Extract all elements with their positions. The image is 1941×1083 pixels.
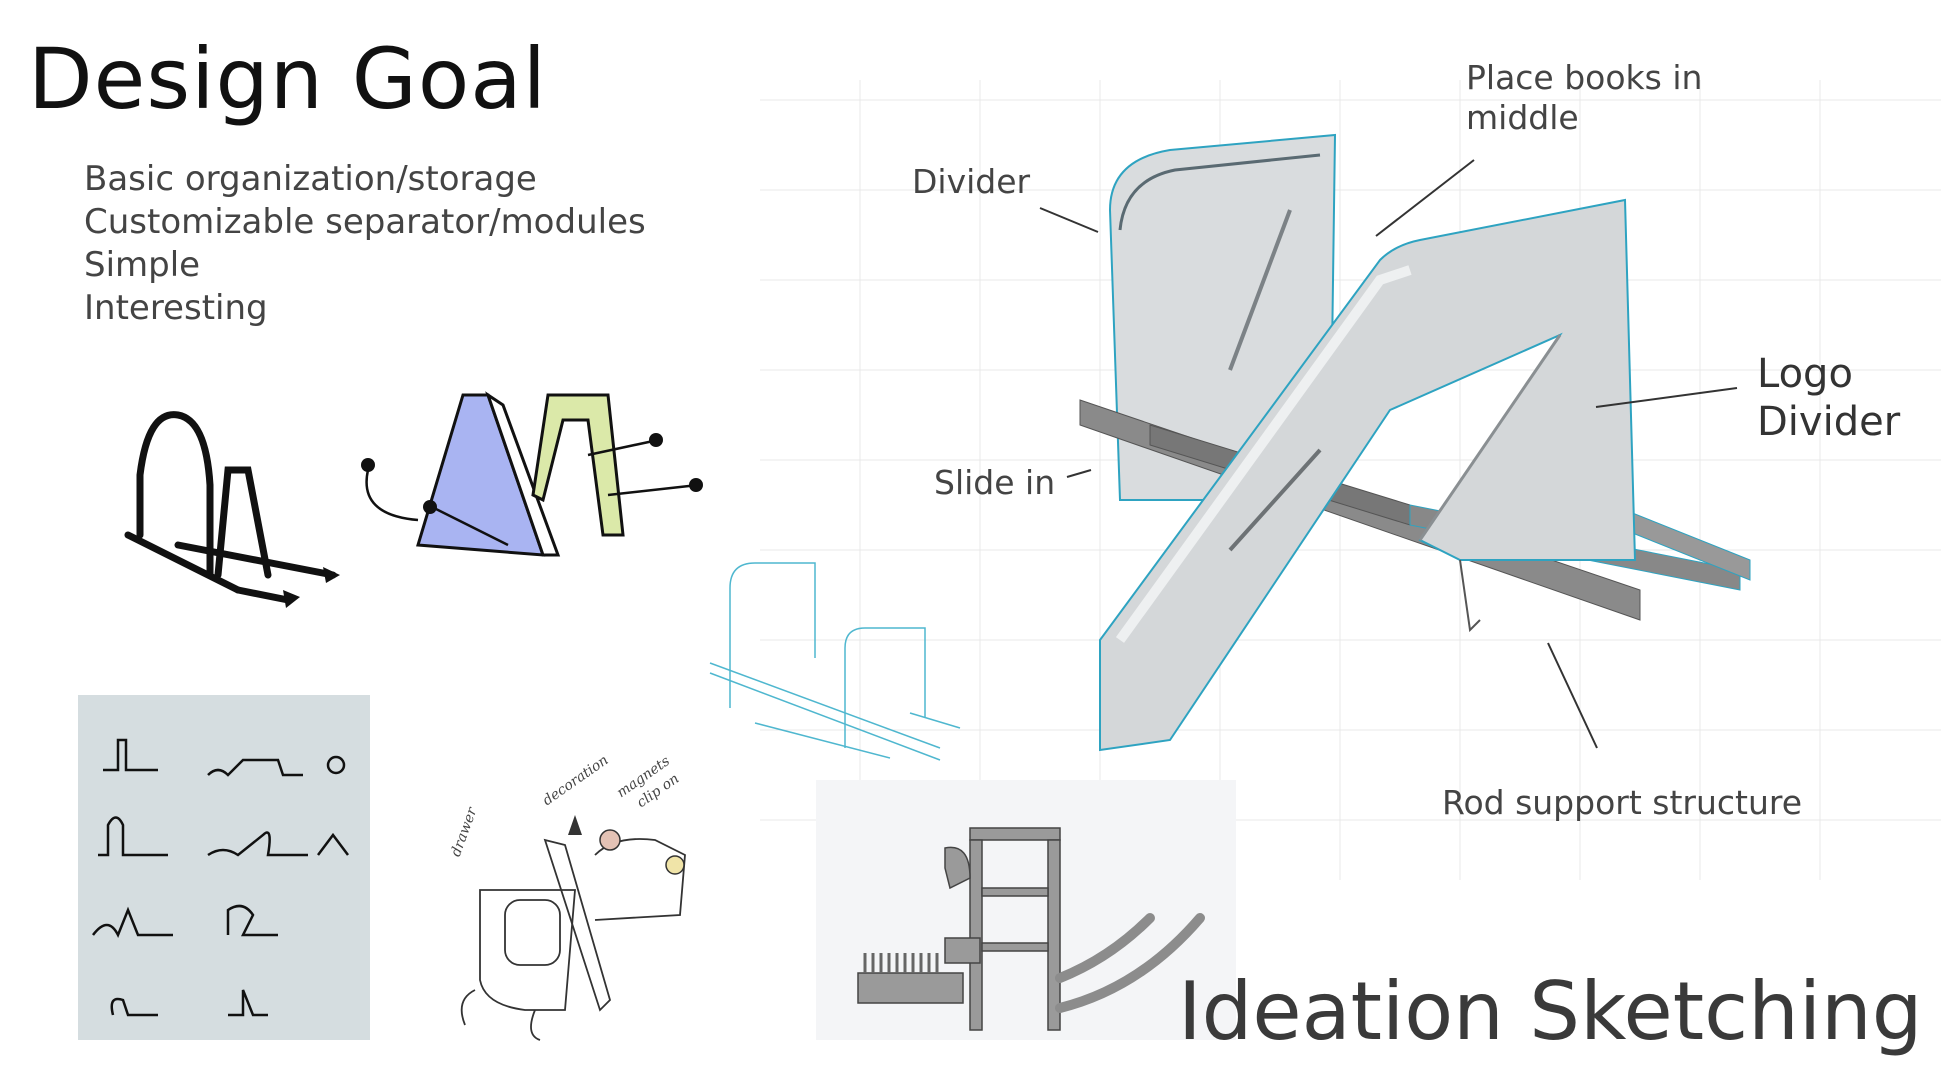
annotation-slide-in: Slide in bbox=[934, 463, 1056, 502]
logo-divider-render bbox=[1079, 133, 1751, 752]
section-subtitle: Ideation Sketching bbox=[1178, 965, 1923, 1058]
color-divider-sketch bbox=[361, 391, 703, 557]
goal-item: Interesting bbox=[84, 288, 268, 328]
slide-title: Design Goal bbox=[28, 30, 548, 128]
design-goals-list: Basic organization/storage Customizable … bbox=[84, 158, 646, 330]
pencil-drawer-sketch: drawer decoration magnets clip on bbox=[448, 752, 686, 1041]
annotation-rod-support: Rod support structure bbox=[1442, 783, 1803, 822]
outline-divider-sketch bbox=[709, 562, 961, 761]
annotation-place-books: Place books in middle bbox=[1466, 58, 1703, 137]
annotation-logo-divider: Logo Divider bbox=[1757, 351, 1901, 445]
hand-sketch-marks bbox=[92, 738, 349, 1017]
goal-item: Basic organization/storage bbox=[84, 159, 537, 199]
goal-item: Simple bbox=[84, 245, 201, 285]
goal-item: Customizable separator/modules bbox=[84, 202, 646, 242]
note-decoration: decoration bbox=[540, 752, 612, 809]
note-drawer: drawer bbox=[448, 804, 481, 859]
arch-divider-sketch bbox=[124, 411, 340, 608]
annotation-divider: Divider bbox=[912, 162, 1031, 201]
cad-model-render bbox=[857, 827, 1205, 1031]
